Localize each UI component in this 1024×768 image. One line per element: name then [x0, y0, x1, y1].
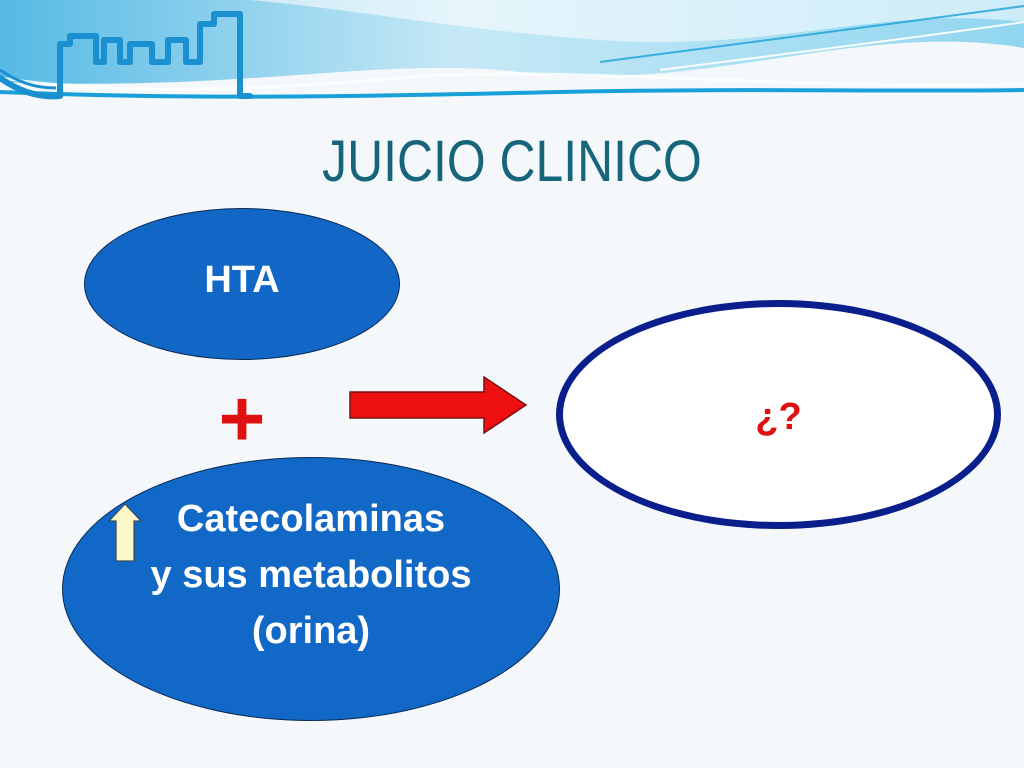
node-catecolaminas-line-3: (orina)	[251, 610, 371, 652]
node-hta: HTA	[84, 208, 400, 360]
arrow-right-icon	[349, 375, 528, 435]
node-catecolaminas-line-2: y sus metabolitos	[150, 554, 472, 596]
node-catecolaminas-line-1: Catecolaminas	[176, 498, 446, 540]
node-catecolaminas-text: Catecolaminas y sus metabolitos (orina)	[151, 491, 472, 659]
node-result: ¿?	[556, 300, 1001, 529]
city-skyline-icon	[0, 11, 253, 100]
arrow-up-icon	[108, 503, 142, 562]
plus-symbol: +	[218, 374, 266, 463]
slide-title: JUICIO CLINICO	[322, 129, 702, 194]
node-hta-label: HTA	[204, 258, 280, 301]
node-catecolaminas: Catecolaminas y sus metabolitos (orina)	[62, 457, 560, 721]
node-result-label: ¿?	[755, 396, 802, 438]
header-wave-decoration	[0, 0, 1024, 99]
